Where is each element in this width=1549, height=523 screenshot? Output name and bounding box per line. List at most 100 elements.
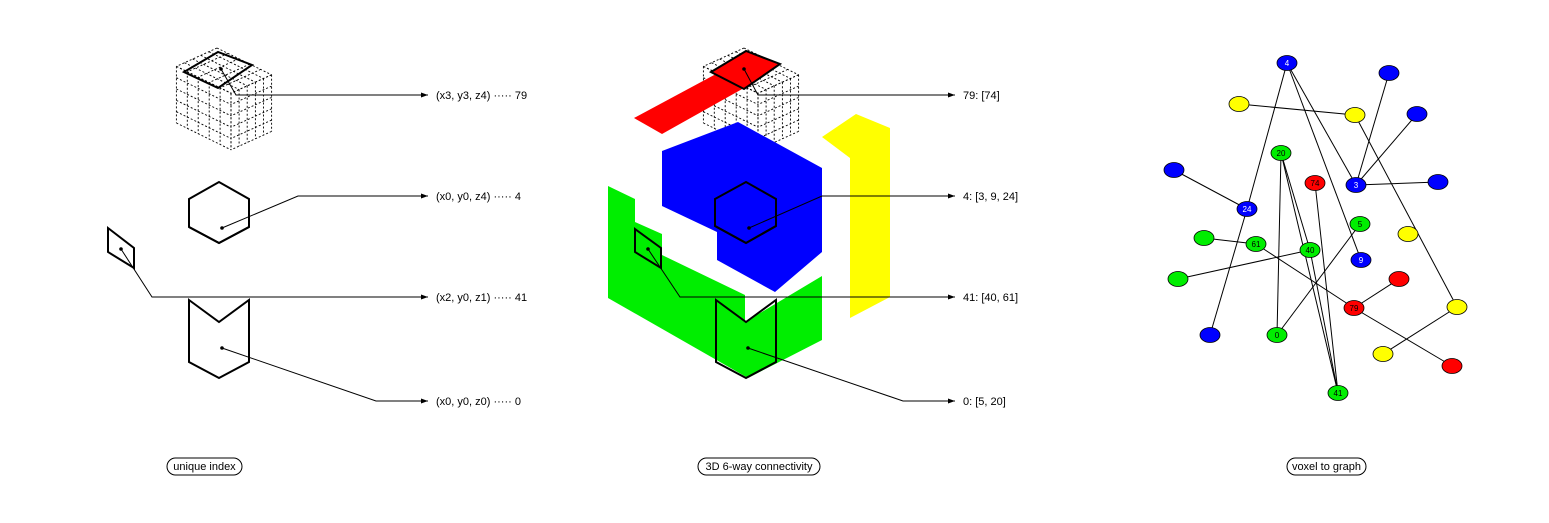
graph-node-label: 5 bbox=[1358, 220, 1363, 229]
graph-node-5: 5 bbox=[1349, 216, 1371, 232]
graph-node-0: 0 bbox=[1266, 327, 1288, 343]
grid-line bbox=[208, 51, 264, 79]
graph-node-shape bbox=[1349, 216, 1371, 232]
yellow-region bbox=[822, 114, 890, 318]
graph-node-shape bbox=[1378, 65, 1400, 81]
graph-node-green bbox=[1167, 271, 1189, 287]
graph-node-shape bbox=[1427, 174, 1449, 190]
graph-node-label: 4 bbox=[1285, 59, 1290, 68]
graph-node-4: 4 bbox=[1276, 55, 1298, 71]
graph-node-green bbox=[1193, 230, 1215, 246]
middle-annotation-4: 4: [3, 9, 24] bbox=[963, 191, 1018, 203]
graph-node-yellow bbox=[1372, 346, 1394, 362]
graph-edges bbox=[1173, 62, 1458, 394]
graph-node-label: 20 bbox=[1277, 149, 1286, 158]
graph-node-shape bbox=[1199, 327, 1221, 343]
graph-edge bbox=[1280, 152, 1339, 394]
grid-line bbox=[230, 96, 272, 117]
graph-node-label: 3 bbox=[1354, 181, 1359, 190]
graph-edge bbox=[1354, 114, 1458, 308]
graph-node-shape bbox=[1193, 230, 1215, 246]
graph-node-shape bbox=[1276, 55, 1298, 71]
grid-line bbox=[230, 108, 272, 128]
graph-node-blue bbox=[1406, 106, 1428, 122]
graph-node-20: 20 bbox=[1270, 145, 1292, 161]
graph-edge bbox=[1276, 152, 1282, 336]
graph-node-shape bbox=[1304, 175, 1326, 191]
left-side-voxel bbox=[107, 225, 135, 270]
graph-node-3: 3 bbox=[1345, 177, 1367, 193]
graph-edge bbox=[1353, 307, 1453, 367]
graph-edge bbox=[1355, 181, 1439, 186]
graph-node-shape bbox=[1266, 327, 1288, 343]
middle-center-voxel-edge bbox=[714, 225, 777, 245]
middle-annotation-0: 0: [5, 20] bbox=[963, 396, 1006, 408]
left-dashed-grid bbox=[175, 47, 273, 151]
middle-leaders bbox=[646, 67, 955, 404]
blue-region bbox=[662, 122, 822, 292]
graph-node-label: 41 bbox=[1334, 389, 1343, 398]
left-center-voxel bbox=[188, 180, 250, 245]
left-annotation-4: (x0, y0, z4) ····· 4 bbox=[436, 191, 521, 203]
graph-node-shape bbox=[1327, 385, 1349, 401]
left-caption-box bbox=[166, 457, 243, 476]
graph-node-24: 24 bbox=[1236, 201, 1258, 217]
graph-node-shape bbox=[1245, 236, 1267, 252]
graph-node-blue bbox=[1199, 327, 1221, 343]
grid-line bbox=[187, 52, 229, 73]
graph-edge bbox=[1276, 223, 1361, 336]
left-center-voxel-edge bbox=[188, 226, 250, 245]
left-leaders bbox=[119, 67, 428, 404]
left-annotation-79: (x3, y3, z4) ····· 79 bbox=[436, 90, 527, 102]
graph-node-shape bbox=[1345, 177, 1367, 193]
graph-node-shape bbox=[1236, 201, 1258, 217]
graph-edge bbox=[1355, 113, 1418, 186]
left-caption: unique index bbox=[173, 461, 236, 473]
left-bottom-voxel bbox=[188, 298, 250, 380]
grid-line bbox=[219, 68, 261, 89]
red-region-top-left bbox=[634, 74, 744, 134]
middle-bottom-voxel bbox=[715, 298, 777, 380]
graph-node-label: 61 bbox=[1252, 240, 1261, 249]
graph-node-label: 0 bbox=[1275, 331, 1280, 340]
graph-node-shape bbox=[1344, 107, 1366, 123]
graph-edge bbox=[1314, 182, 1339, 394]
middle-caption-box bbox=[697, 457, 821, 476]
grid-line bbox=[757, 108, 799, 128]
graph-node-label: 74 bbox=[1311, 179, 1320, 188]
graph-node-red bbox=[1388, 271, 1410, 287]
graph-node-shape bbox=[1397, 226, 1419, 242]
graph-node-label: 79 bbox=[1350, 304, 1359, 313]
graph-edge bbox=[1255, 243, 1355, 309]
middle-panel: 79: [74] 4: [3, 9, 24] 41: [40, 61] 0: [… bbox=[608, 47, 1018, 476]
graph-edge bbox=[1280, 152, 1311, 251]
graph-node-shape bbox=[1446, 299, 1468, 315]
grid-line bbox=[757, 96, 799, 117]
graph-node-shape bbox=[1388, 271, 1410, 287]
grid-line bbox=[757, 119, 799, 139]
grid-line bbox=[757, 85, 799, 105]
graph-node-41: 41 bbox=[1327, 385, 1349, 401]
grid-line bbox=[230, 119, 272, 139]
graph-node-red bbox=[1441, 358, 1463, 374]
graph-node-shape bbox=[1163, 162, 1185, 178]
grid-line bbox=[230, 74, 272, 94]
left-panel: (x3, y3, z4) ····· 79 (x0, y0, z4) ·····… bbox=[107, 47, 527, 476]
graph-edge bbox=[1209, 208, 1248, 336]
middle-top-voxel bbox=[708, 49, 783, 91]
grid-line bbox=[176, 47, 218, 67]
green-region bbox=[608, 186, 822, 378]
graph-edge bbox=[1246, 62, 1288, 210]
graph-node-79: 79 bbox=[1343, 300, 1365, 316]
grid-line bbox=[176, 122, 232, 151]
left-annotation-0: (x0, y0, z0) ····· 0 bbox=[436, 396, 521, 408]
graph-edge bbox=[1355, 72, 1390, 186]
grid-line bbox=[230, 130, 272, 151]
right-caption-box bbox=[1286, 457, 1367, 476]
graph-node-74: 74 bbox=[1304, 175, 1326, 191]
graph-node-shape bbox=[1299, 242, 1321, 258]
grid-line bbox=[757, 74, 799, 94]
grid-line bbox=[176, 111, 232, 139]
